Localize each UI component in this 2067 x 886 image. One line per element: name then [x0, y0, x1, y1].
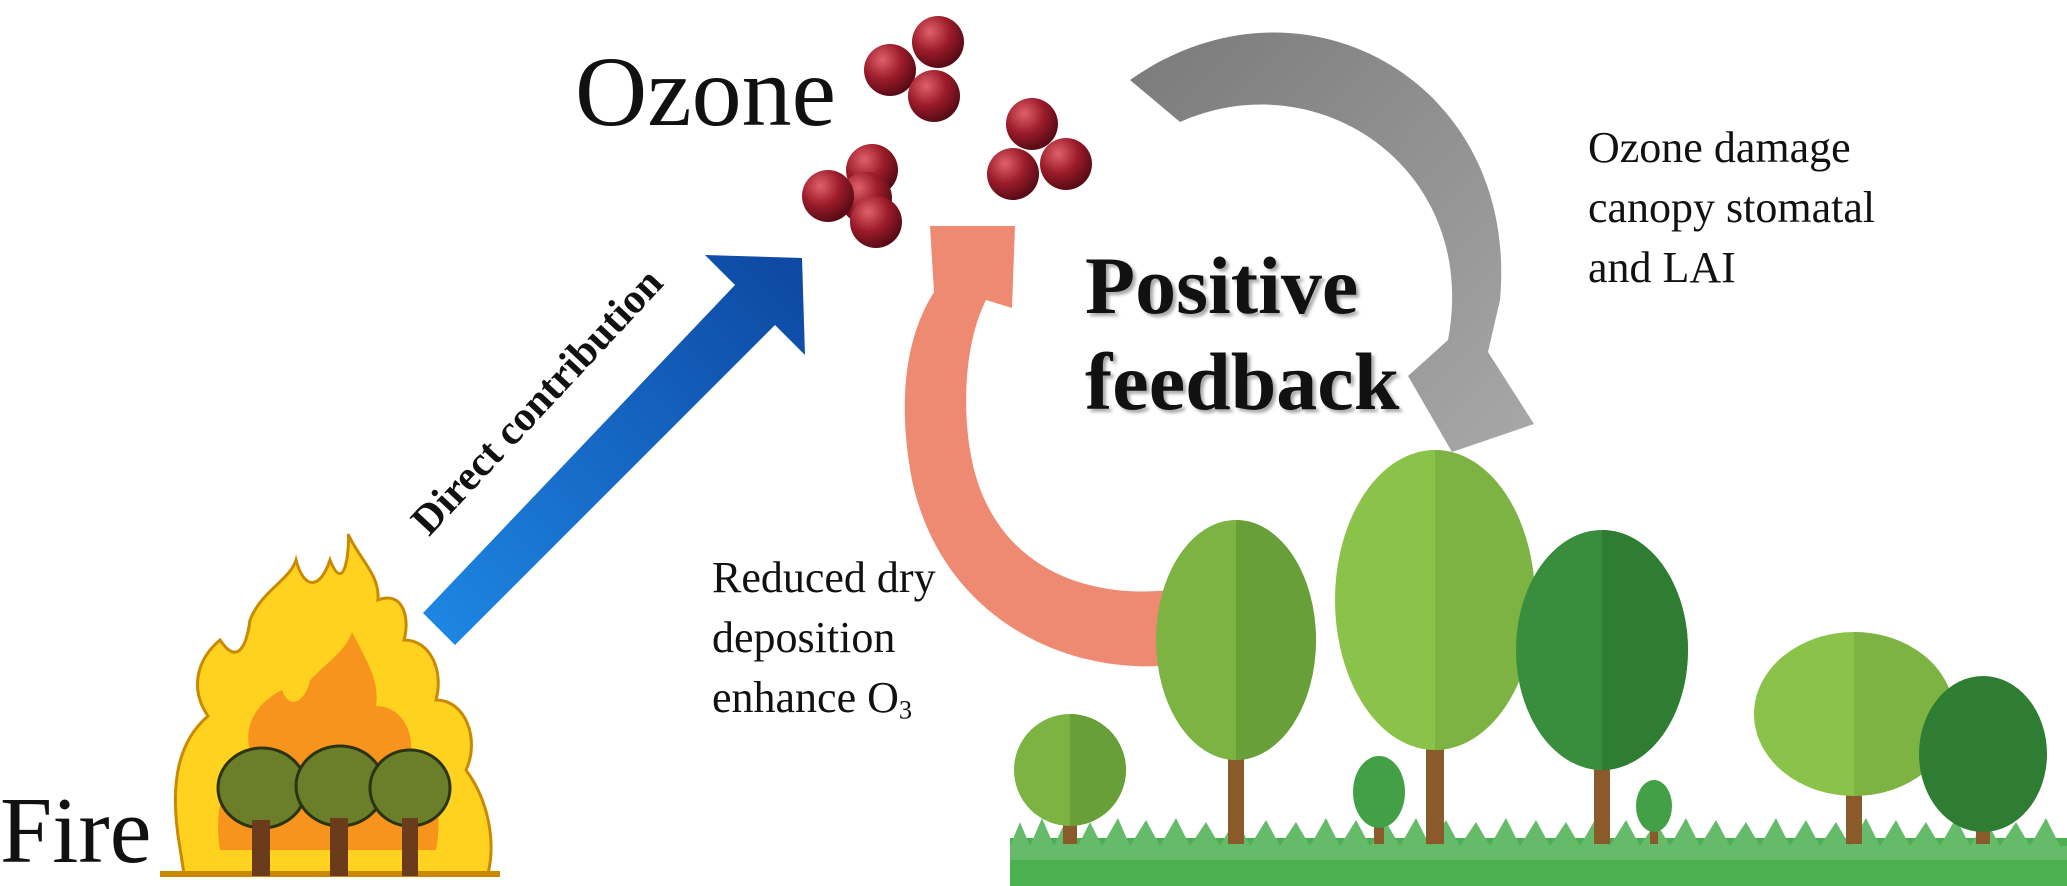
- burning-tree: [368, 748, 452, 828]
- reduced-deposition-label: Reduced dry deposition enhance O3: [712, 548, 936, 740]
- reduced-deposition-line1: Reduced dry: [712, 553, 936, 602]
- ozone-molecules: [802, 16, 1092, 248]
- ozone-molecule: [864, 44, 916, 96]
- reduced-deposition-arrow: [904, 226, 1310, 667]
- ozone-label: Ozone: [575, 36, 836, 147]
- ozone-molecule: [1006, 98, 1058, 150]
- o3-subscript: 3: [898, 694, 913, 725]
- ozone-molecule: [850, 196, 902, 248]
- ozone-molecule: [802, 170, 854, 222]
- reduced-deposition-line2: deposition: [712, 613, 896, 662]
- positive-feedback-line1: Positive: [1085, 240, 1359, 331]
- ozone-molecule: [987, 148, 1039, 200]
- ozone-damage-line2: canopy stomatal: [1588, 183, 1876, 232]
- ozone-damage-line3: and LAI: [1588, 243, 1736, 292]
- tree: [1353, 756, 1405, 844]
- tree: [1636, 780, 1672, 844]
- fire-label: Fire: [0, 779, 152, 883]
- positive-feedback-line2: feedback: [1085, 336, 1400, 427]
- ozone-damage-line1: Ozone damage: [1588, 123, 1851, 172]
- direct-contribution-arrow: [423, 255, 805, 645]
- ozone-molecule: [912, 16, 964, 68]
- tree: [1516, 530, 1688, 844]
- enhance-o3-text: enhance O: [712, 673, 899, 722]
- forest-illustration: [1010, 450, 2067, 886]
- reduced-deposition-line3: enhance O3: [712, 668, 936, 740]
- fire-illustration: [160, 533, 500, 877]
- tree: [1014, 714, 1126, 844]
- ozone-damage-label: Ozone damage canopy stomatal and LAI: [1588, 118, 1875, 298]
- damage-arrow: [1130, 32, 1534, 453]
- ozone-molecule: [1040, 138, 1092, 190]
- tree: [1335, 450, 1535, 844]
- ozone-molecule: [908, 70, 960, 122]
- tree: [1919, 676, 2047, 844]
- positive-feedback-label: Positive feedback: [1085, 238, 1399, 430]
- tree: [1156, 520, 1316, 844]
- burning-tree: [216, 746, 308, 830]
